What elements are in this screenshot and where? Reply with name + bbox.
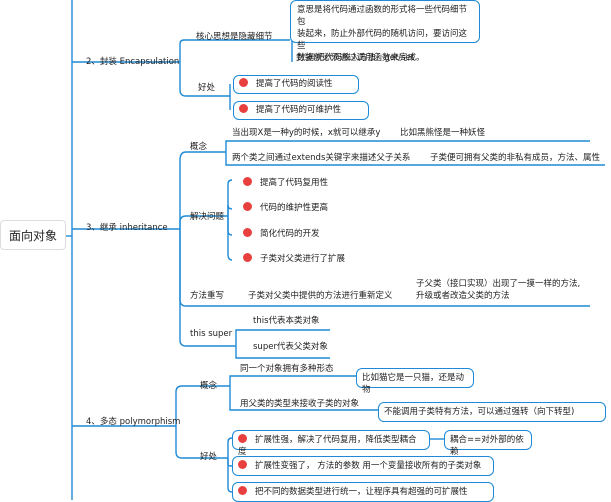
bullet-icon xyxy=(238,434,247,443)
item-text: 把不同的数据类型进行统一，让程序具有超强的可扩展性 xyxy=(255,487,468,497)
inheritance-concept-line1[interactable]: 当出现X是一种y的时候，x就可以继承y xyxy=(232,128,381,138)
inheritance-this-super-label[interactable]: this super xyxy=(190,329,233,339)
encapsulation-example[interactable]: 封装(把代码放入方法）get/set xyxy=(296,53,415,63)
encapsulation-core-desc[interactable]: 意思是将代码通过函数的形式将一些代码细节包 装起来，防止外部代码的随机访问，要访… xyxy=(290,0,480,63)
polymorphism-benefit-item[interactable]: 扩展性变强了， 方法的参数 用一个变量接收所有的子类对象 xyxy=(232,456,494,476)
inheritance-solve-item[interactable]: 简化代码的开发 xyxy=(243,228,320,240)
encapsulation-benefit-item[interactable]: 提高了代码的阅读性 xyxy=(233,75,359,94)
encapsulation-benefits-label[interactable]: 好处 xyxy=(198,83,216,93)
desc-line: 数据就必须通过调用函数来完成。 xyxy=(297,53,425,63)
inheritance-solve-item[interactable]: 提高了代码复用性 xyxy=(243,177,328,189)
bullet-icon xyxy=(243,228,252,237)
encapsulation-benefit-item[interactable]: 提高了代码的可维护性 xyxy=(233,101,369,120)
bullet-icon xyxy=(239,78,248,87)
polymorphism-benefits-label[interactable]: 好处 xyxy=(200,452,218,462)
polymorphism-benefit-item[interactable]: 扩展性强，解决了代码复用，降低类型耦合度 xyxy=(232,430,430,457)
polymorphism-concept-label[interactable]: 概念 xyxy=(200,381,218,391)
inheritance-concept-label[interactable]: 概念 xyxy=(190,142,208,152)
desc-line: 装起来，防止外部代码的随机访问，要访问这些 xyxy=(297,29,468,51)
inheritance-solve-item[interactable]: 子类对父类进行了扩展 xyxy=(243,253,345,265)
inheritance-override-desc[interactable]: 子类对父类中提供的方法进行重新定义 xyxy=(248,291,393,301)
polymorphism-concept-line2[interactable]: 用父类的类型来接收子类的对象 xyxy=(240,399,360,409)
polymorphism-concept-line1[interactable]: 同一个对象拥有多种形态 xyxy=(240,364,334,374)
item-text: 代码的维护性更高 xyxy=(260,203,329,213)
inheritance-override-label[interactable]: 方法重写 xyxy=(190,291,225,301)
inheritance-solve-label[interactable]: 解决问题 xyxy=(190,212,225,222)
this-item[interactable]: this代表本类对象 xyxy=(253,316,320,326)
encapsulation-label[interactable]: 2、封装 Encapsulation xyxy=(86,57,180,67)
inheritance-label[interactable]: 3、继承 inheritance xyxy=(86,223,168,233)
item-text: 扩展性变强了， 方法的参数 用一个变量接收所有的子类对象 xyxy=(255,461,482,471)
polymorphism-benefit-item[interactable]: 把不同的数据类型进行统一，让程序具有超强的可扩展性 xyxy=(232,482,494,502)
item-text: 扩展性强，解决了代码复用，降低类型耦合度 xyxy=(238,435,417,457)
bullet-icon xyxy=(239,104,248,113)
item-text: 简化代码的开发 xyxy=(260,229,320,239)
encapsulation-core-label[interactable]: 核心思想是隐藏细节 xyxy=(196,32,273,42)
inheritance-solve-item[interactable]: 代码的维护性更高 xyxy=(243,202,328,214)
desc-line: 意思是将代码通过函数的形式将一些代码细节包 xyxy=(297,5,468,27)
bullet-icon xyxy=(243,202,252,211)
bullet-icon xyxy=(243,177,252,186)
polymorphism-label[interactable]: 4、多态 polymorphism xyxy=(86,417,181,427)
inheritance-concept-note[interactable]: 子类便可拥有父类的非私有成员，方法、属性 xyxy=(430,153,601,163)
polymorphism-coupling-note[interactable]: 耦合==对外部的依赖 xyxy=(444,430,532,457)
root-node[interactable]: 面向对象 xyxy=(0,220,66,250)
bullet-icon xyxy=(238,486,247,495)
bullet-icon xyxy=(238,460,247,469)
inheritance-override-note-1[interactable]: 子父类（接口实现）出现了一摸一样的方法, xyxy=(416,279,581,289)
inheritance-concept-line2[interactable]: 两个类之间通过extends关键字来描述父子关系 xyxy=(232,153,411,163)
bullet-icon xyxy=(243,253,252,262)
item-text: 提高了代码的可维护性 xyxy=(256,105,342,115)
super-item[interactable]: super代表父类对象 xyxy=(253,342,328,352)
polymorphism-concept-example[interactable]: 比如猫它是一只猫，还是动物 xyxy=(356,368,474,395)
inheritance-concept-example[interactable]: 比如黑熊怪是一种妖怪 xyxy=(400,128,486,138)
item-text: 提高了代码的阅读性 xyxy=(256,79,333,89)
item-text: 子类对父类进行了扩展 xyxy=(260,254,346,264)
inheritance-override-note-2[interactable]: 升级或者改造父类的方法 xyxy=(416,291,510,301)
item-text: 提高了代码复用性 xyxy=(260,178,329,188)
polymorphism-concept-note[interactable]: 不能调用子类特有方法，可以通过强转（向下转型) xyxy=(378,402,606,422)
